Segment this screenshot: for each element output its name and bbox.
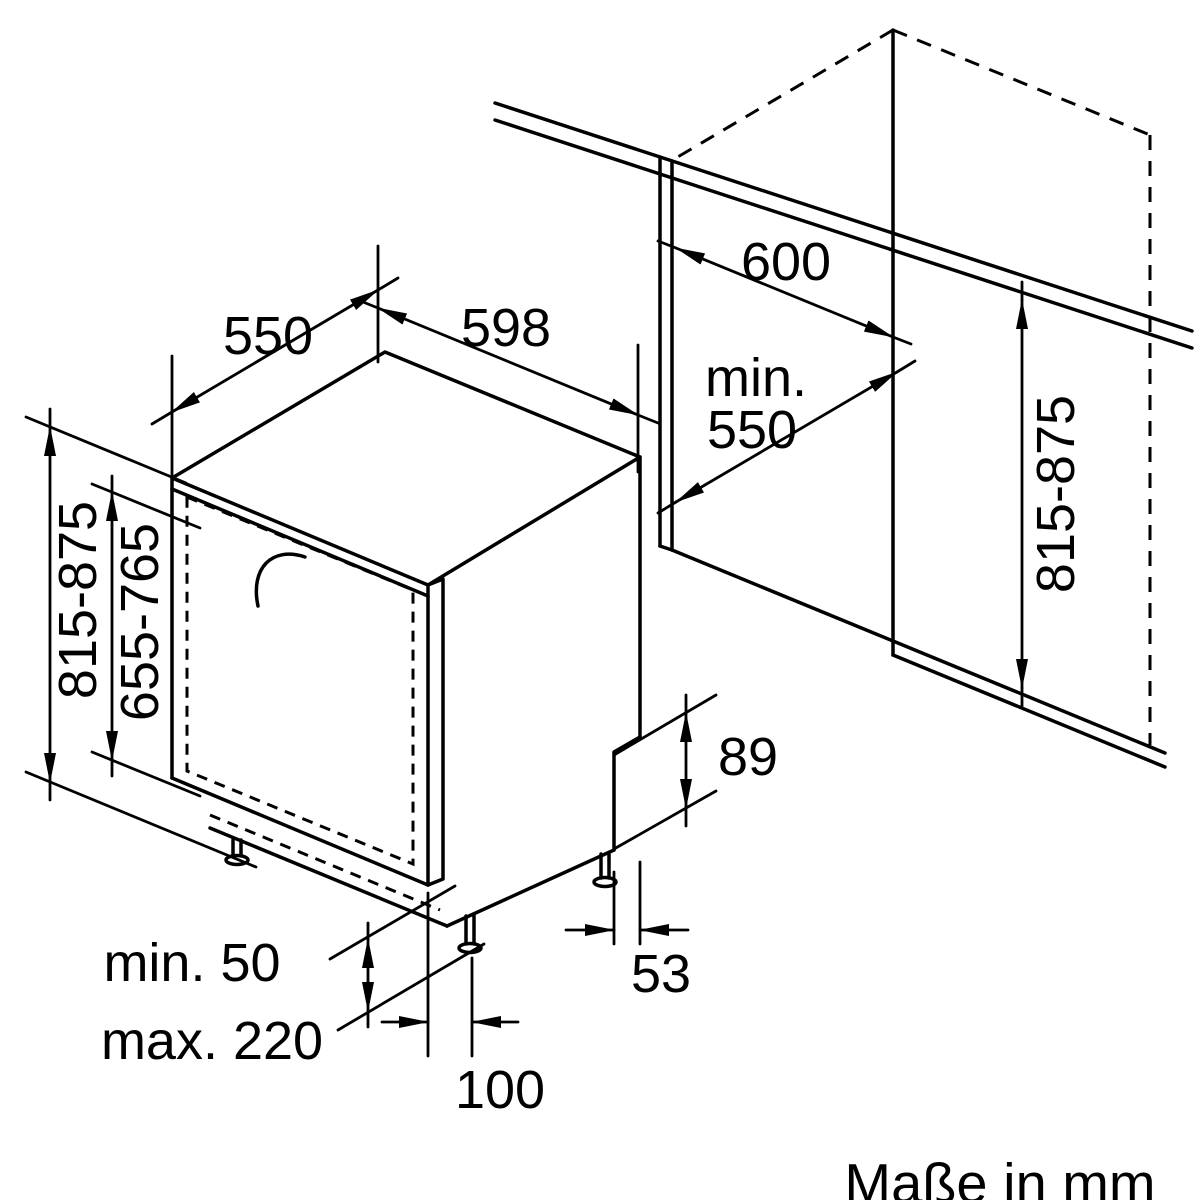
extension-line: [328, 884, 457, 961]
dim-label-feet-max: max. 220: [101, 1011, 323, 1071]
niche-hidden-top-right: [892, 28, 1151, 137]
dim-label-rear-base-height: 89: [718, 727, 778, 787]
dishwasher-rear-step: [612, 735, 642, 852]
dim-label-front-foot-offset: 100: [455, 1060, 545, 1120]
dimension-niche-width-600: 600: [656, 232, 913, 346]
niche-floor-edge: [670, 548, 895, 643]
niche-hidden-top-left: [675, 28, 894, 160]
dimension-niche-depth-min550: min. 550: [656, 348, 917, 515]
dimension-tail: [376, 276, 400, 292]
extension-line: [336, 942, 486, 1032]
caption-units: Maße in mm: [844, 1152, 1155, 1200]
dim-label-niche-depth-min: min.: [705, 348, 807, 408]
dishwasher-door-bottom-edge: [170, 776, 430, 887]
dishwasher-bottom-edge: [445, 848, 616, 928]
dim-label-depth: 550: [223, 306, 313, 366]
door-handle-icon: [254, 552, 307, 608]
extension-line: [612, 693, 718, 757]
dimension-tail: [891, 335, 913, 346]
dimension-line: [674, 370, 899, 504]
cabinet-niche-drawing: [493, 28, 1194, 769]
dim-label-niche-height: 815-875: [1026, 395, 1086, 593]
dimension-tail: [895, 359, 917, 374]
dim-label-width: 598: [461, 298, 551, 358]
rear-foot: [592, 852, 618, 889]
dim-label-door-height: 655-765: [110, 523, 170, 721]
extension-line: [90, 750, 202, 798]
dim-label-niche-width: 600: [741, 232, 831, 292]
dimension-width-598: 598: [356, 298, 660, 474]
dimension-tail: [656, 239, 678, 250]
dimension-line: [674, 246, 895, 339]
dimension-tail: [636, 413, 660, 425]
dimension-feet-adjustment: min. 50 max. 220: [101, 884, 486, 1071]
dim-label-niche-depth-value: 550: [707, 400, 797, 460]
worktop-top-line: [493, 101, 1194, 333]
dimension-tail: [150, 410, 174, 426]
extension-line: [90, 482, 202, 530]
dimension-depth-550: 550: [150, 244, 400, 484]
front-left-foot: [224, 838, 250, 867]
dimension-rear-offset-53: 53: [564, 860, 691, 1004]
plinth-bottom-line: [208, 826, 449, 928]
dimension-rear-base-89: 89: [612, 693, 778, 851]
niche-side-panel-bottom: [658, 544, 674, 552]
dim-label-rear-offset: 53: [631, 944, 691, 1004]
dimension-front-foot-100: 100: [380, 891, 545, 1120]
dim-label-appliance-height: 815-875: [48, 501, 108, 699]
dimension-door-height: 655-765: [90, 474, 202, 798]
dishwasher-drawing: [170, 350, 642, 955]
floor-line-2: [891, 653, 1167, 769]
dimension-tail: [656, 500, 678, 515]
door-panel-dashed-outline: [185, 494, 415, 867]
plinth-dashed-line: [209, 813, 441, 912]
extension-line: [24, 770, 258, 869]
dim-label-feet-min: min. 50: [103, 933, 280, 993]
extension-line: [612, 789, 718, 851]
dimension-line: [170, 288, 380, 414]
dimension-tail: [356, 298, 380, 310]
dishwasher-door-side-edge: [426, 577, 445, 887]
dimension-line: [376, 306, 640, 417]
floor-line-1: [891, 639, 1167, 755]
dimension-niche-height: 815-875: [1016, 280, 1086, 708]
worktop-bottom-line: [493, 118, 1194, 350]
dimension-appliance-height: 815-875: [24, 407, 258, 869]
